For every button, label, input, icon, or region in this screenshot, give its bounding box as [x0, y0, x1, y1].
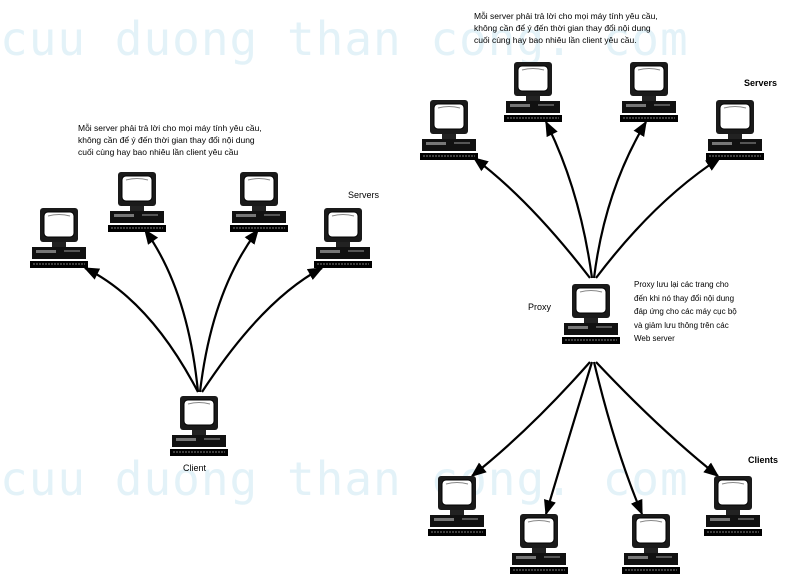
- left-server-1-icon: [29, 207, 89, 269]
- left-server-4-icon: [313, 207, 373, 269]
- right-upper-connections: [472, 120, 722, 279]
- client-label: Client: [183, 463, 207, 473]
- proxy-arrow-client-1: [470, 361, 591, 477]
- right-lower-connections: [470, 361, 720, 516]
- right-server-3-icon: [619, 61, 679, 123]
- proxy-arrow-server-2: [545, 120, 594, 279]
- right-server-note: Mỗi server phải trả lời cho mọi máy tính…: [474, 11, 658, 45]
- left-server-note: Mỗi server phải trả lời cho mọi máy tính…: [78, 123, 262, 157]
- proxy-note: Proxy lưu lại các trang cho đến khi nó t…: [634, 280, 737, 343]
- right-client-2-icon: [509, 513, 569, 575]
- proxy-arrow-client-2: [544, 361, 594, 516]
- left-servers-label: Servers: [348, 190, 380, 200]
- proxy-label: Proxy: [528, 302, 552, 312]
- proxy-arrow-client-3: [592, 361, 644, 516]
- left-arrow-1: [83, 267, 199, 393]
- right-server-1-icon: [419, 99, 479, 161]
- proxy-arrow-server-4: [595, 157, 722, 279]
- right-client-3-icon: [621, 513, 681, 575]
- right-server-4-icon: [705, 99, 765, 161]
- left-arrow-3: [198, 228, 259, 393]
- left-server-2-icon: [107, 171, 167, 233]
- proxy-arrow-client-4: [595, 361, 720, 477]
- right-server-2-icon: [503, 61, 563, 123]
- right-clients-label: Clients: [748, 455, 779, 465]
- left-arrow-2: [144, 228, 200, 393]
- proxy-arrow-server-1: [472, 157, 591, 279]
- left-connections: [83, 228, 324, 393]
- left-arrow-4: [201, 267, 324, 393]
- right-servers-label: Servers: [744, 78, 778, 88]
- client-computer-icon: [169, 395, 229, 457]
- right-client-1-icon: [427, 475, 487, 537]
- left-server-3-icon: [229, 171, 289, 233]
- proxy-arrow-server-3: [592, 120, 647, 279]
- proxy-computer-icon: [561, 283, 621, 345]
- right-client-4-icon: [703, 475, 763, 537]
